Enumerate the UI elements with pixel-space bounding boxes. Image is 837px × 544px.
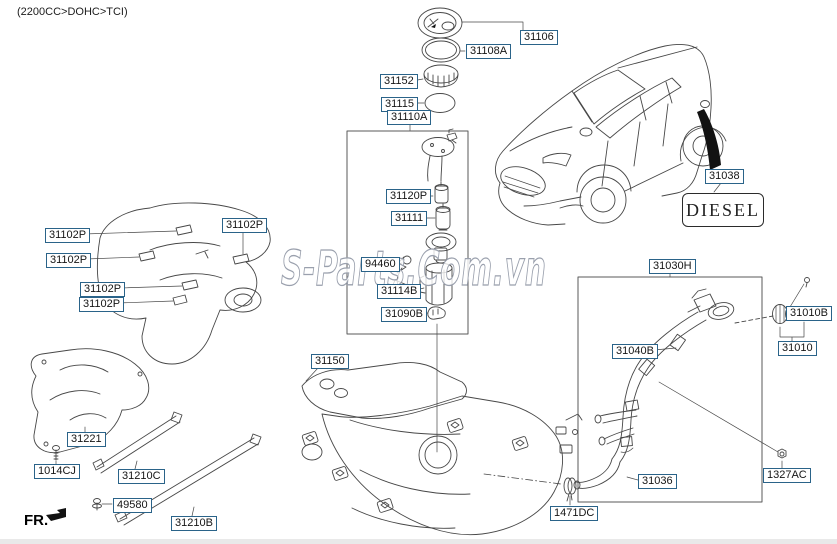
tank-pad-drawing xyxy=(96,202,271,365)
filler-pipe-leader-lines xyxy=(626,271,779,481)
part-label-31210B[interactable]: 31210B xyxy=(171,516,217,531)
part-label-31106[interactable]: 31106 xyxy=(520,30,558,45)
bottom-edge-strip xyxy=(0,539,837,544)
fuel-door-pointer xyxy=(697,109,721,170)
part-label-31210C[interactable]: 31210C xyxy=(118,469,165,484)
part-label-31120P[interactable]: 31120P xyxy=(386,189,432,204)
part-label-31108A[interactable]: 31108A xyxy=(466,44,512,59)
part-label-31102P-1[interactable]: 31102P xyxy=(45,228,91,243)
strap-leader-lines xyxy=(55,426,195,517)
part-label-1471DC[interactable]: 1471DC xyxy=(550,506,599,521)
part-label-1327AC[interactable]: 1327AC xyxy=(763,468,811,483)
fuel-tank-drawing xyxy=(301,361,583,536)
part-label-31152[interactable]: 31152 xyxy=(380,74,418,89)
engine-spec-text: (2200CC>DOHC>TCI) xyxy=(17,6,128,18)
filler-pipe-box xyxy=(577,276,763,503)
pump-module-drawing xyxy=(392,128,458,320)
part-label-49580[interactable]: 49580 xyxy=(113,498,152,513)
filler-pipe-drawing xyxy=(573,288,735,490)
fuel-filler-door xyxy=(700,100,710,108)
tank-pad-leader-lines xyxy=(83,230,244,304)
part-label-31102P-2[interactable]: 31102P xyxy=(46,253,92,268)
part-label-31110A[interactable]: 31110A xyxy=(387,110,432,125)
pump-module-leader-lines xyxy=(395,195,438,453)
part-label-94460[interactable]: 94460 xyxy=(361,257,400,272)
part-label-31010[interactable]: 31010 xyxy=(778,341,817,356)
part-label-31102P-4[interactable]: 31102P xyxy=(79,297,125,312)
diesel-label-leader xyxy=(713,182,722,193)
vehicle-drawing xyxy=(495,44,727,226)
part-label-31038[interactable]: 31038 xyxy=(705,169,744,184)
pump-kit-box xyxy=(346,130,469,335)
part-label-31030H[interactable]: 31030H xyxy=(649,259,696,274)
tank-leader-lines xyxy=(305,367,562,485)
part-label-31221[interactable]: 31221 xyxy=(67,432,106,447)
part-label-31150[interactable]: 31150 xyxy=(311,354,349,369)
part-label-31040B[interactable]: 31040B xyxy=(612,344,658,359)
part-label-31010B[interactable]: 31010B xyxy=(786,306,832,321)
part-label-31114B[interactable]: 31114B xyxy=(377,284,422,299)
heat-protector-drawing xyxy=(30,348,150,454)
filler-cap-hardware-drawing xyxy=(563,277,810,506)
part-label-31090B[interactable]: 31090B xyxy=(381,307,427,322)
part-label-31102P-3[interactable]: 31102P xyxy=(80,282,126,297)
diesel-sticker: DIESEL xyxy=(682,193,764,227)
part-label-31111[interactable]: 31111 xyxy=(391,211,428,226)
part-label-31036[interactable]: 31036 xyxy=(638,474,677,489)
part-label-31102P-5[interactable]: 31102P xyxy=(222,218,268,233)
part-label-1014CJ[interactable]: 1014CJ xyxy=(34,464,80,479)
fr-direction-label: FR. xyxy=(24,512,49,529)
fr-direction-arrow xyxy=(46,508,66,521)
filler-cap-stack-drawing xyxy=(417,7,463,113)
